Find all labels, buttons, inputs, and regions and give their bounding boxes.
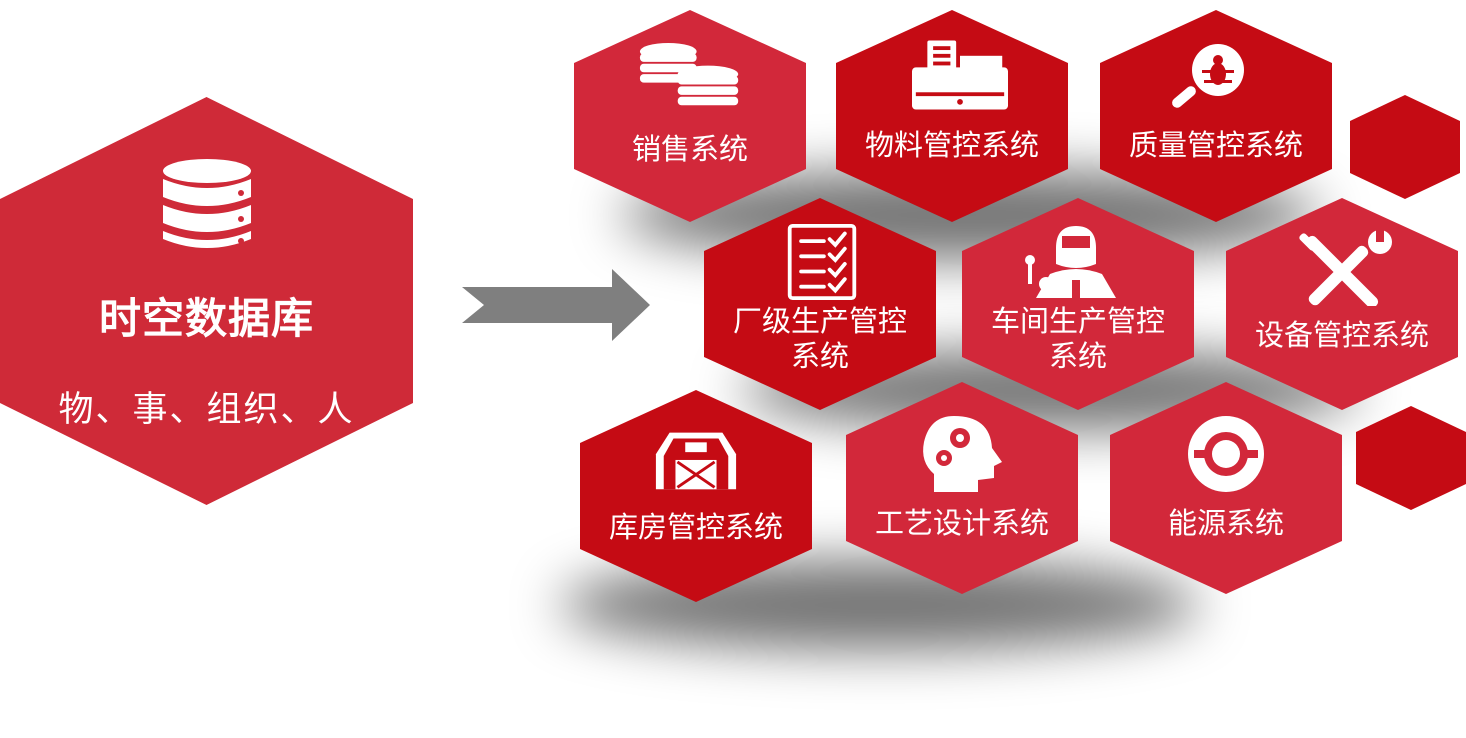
- bug-search-icon: [1172, 44, 1244, 108]
- welder-icon: [1025, 226, 1116, 298]
- system-label: 厂级生产管控 系统: [732, 304, 907, 373]
- system-label: 销售系统: [631, 132, 748, 166]
- decorative-hex: [1350, 95, 1460, 199]
- head-gears-icon: [923, 416, 1002, 492]
- system-label: 库房管控系统: [608, 510, 783, 544]
- database-icon: [163, 159, 251, 248]
- system-label: 质量管控系统: [1128, 128, 1303, 162]
- lifebuoy-icon: [1188, 416, 1264, 492]
- database-subtitle: 物、事、组织、人: [58, 390, 355, 430]
- system-label: 能源系统: [1167, 506, 1284, 540]
- tools-icon: [1299, 230, 1392, 306]
- system-hex-plant-production[interactable]: 厂级生产管控 系统: [704, 198, 936, 410]
- database-title: 时空数据库: [98, 294, 314, 343]
- decorative-hex: [1356, 406, 1466, 510]
- coins-icon: [639, 42, 739, 106]
- system-label: 工艺设计系统: [874, 506, 1049, 540]
- database-hexagon: 时空数据库 物、事、组织、人: [0, 97, 413, 505]
- system-label: 设备管控系统: [1254, 318, 1429, 352]
- system-hex-sales[interactable]: 销售系统: [574, 10, 806, 222]
- barn-icon: [655, 432, 737, 490]
- arrow-right-icon: [462, 269, 650, 341]
- cash-register-icon: [912, 40, 1008, 110]
- system-label: 车间生产管控 系统: [990, 304, 1165, 373]
- checklist-icon: [787, 224, 857, 300]
- system-label: 物料管控系统: [864, 128, 1039, 162]
